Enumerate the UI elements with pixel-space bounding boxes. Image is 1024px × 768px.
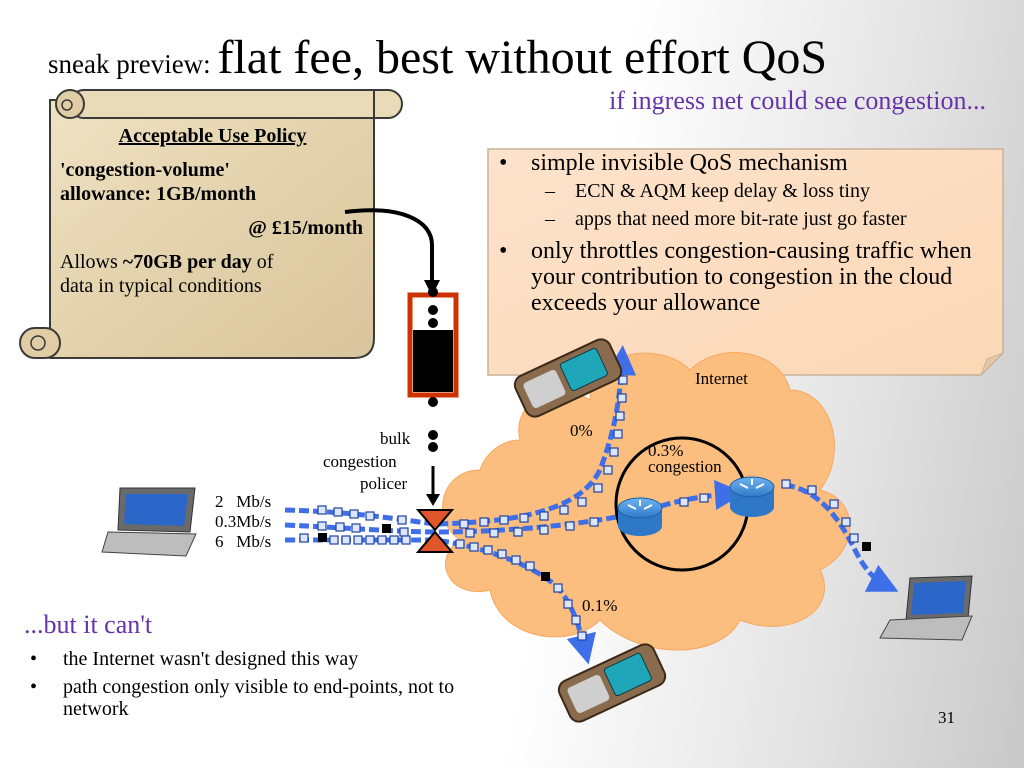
- pct-mid-label: 0.3%: [648, 441, 684, 460]
- pct-top-label: 0%: [570, 421, 593, 440]
- note-bullet-2: only throttles congestion-causing traffi…: [493, 238, 1005, 316]
- policy-heading: Acceptable Use Policy: [118, 125, 307, 147]
- title-main: flat fee, best without effort QoS: [217, 31, 828, 84]
- page-number: 31: [938, 708, 955, 727]
- acceptable-use-policy: Acceptable Use Policy 'congestion-volume…: [60, 124, 365, 298]
- policy-line-2: allowance: 1GB/month: [60, 183, 257, 205]
- policy-price: @ £15/month: [248, 217, 363, 239]
- congestion-label: congestion: [648, 457, 722, 476]
- bottom-bullet-2: path congestion only visible to end-poin…: [24, 676, 504, 720]
- policy-line-1: 'congestion-volume': [60, 159, 230, 181]
- phone-icon: [557, 643, 667, 723]
- policy-allows: Allows ~70GB per day of: [60, 250, 365, 274]
- note-sub-2: apps that need more bit-rate just go fas…: [493, 207, 1005, 232]
- slide-subtitle: if ingress net could see congestion...: [609, 86, 986, 115]
- slide-title: sneak preview: flat fee, best without ef…: [48, 30, 827, 85]
- allows-pre: Allows: [60, 251, 123, 273]
- note-content: simple invisible QoS mechanism ECN & AQM…: [493, 150, 1005, 316]
- allows-post: of: [251, 251, 274, 273]
- marked-packets: [318, 524, 871, 581]
- bottom-bullets: the Internet wasn't designed this way pa…: [24, 648, 504, 726]
- note-bullet-1: simple invisible QoS mechanism: [493, 150, 1005, 176]
- cloud-label: Internet: [695, 369, 748, 388]
- rate-label-2: 0.3Mb/s: [215, 512, 272, 531]
- policer-label-1: bulk: [380, 429, 411, 448]
- laptop-icon: [879, 575, 973, 641]
- router-icon: [729, 476, 775, 517]
- bottom-heading: ...but it can't: [24, 610, 153, 639]
- rate-label-3: 6 Mb/s: [215, 532, 272, 551]
- phone-icon: [513, 338, 623, 418]
- bucket-icon: [407, 292, 459, 398]
- allows-amount: ~70GB per day: [122, 251, 252, 273]
- packets: [299, 375, 859, 641]
- policer-label-2: congestion: [323, 452, 397, 471]
- bottom-bullet-1: the Internet wasn't designed this way: [24, 648, 504, 670]
- policy-allows-line-2: data in typical conditions: [60, 275, 262, 297]
- laptop-icon: [101, 487, 197, 557]
- rate-label-1: 2 Mb/s: [215, 492, 272, 511]
- router-icon: [617, 497, 663, 536]
- policer-label-3: policer: [360, 474, 408, 493]
- pct-bottom-label: 0.1%: [582, 596, 618, 615]
- scroll-icon: [19, 89, 403, 359]
- title-prefix: sneak preview:: [48, 49, 218, 79]
- note-sub-1: ECN & AQM keep delay & loss tiny: [493, 179, 1005, 204]
- policer-icon: [415, 509, 455, 553]
